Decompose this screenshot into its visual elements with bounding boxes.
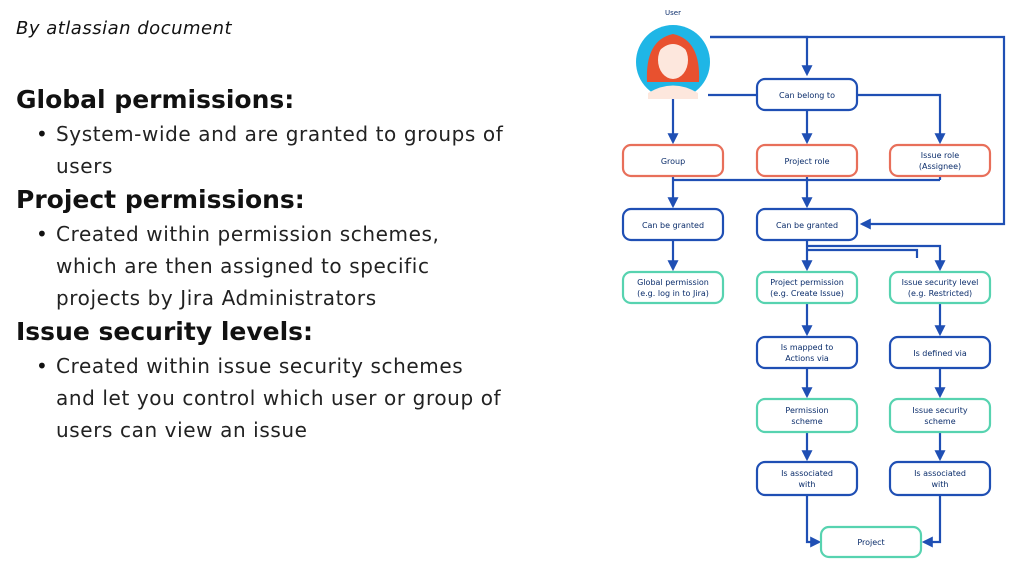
node-can-belong-to: Can belong to xyxy=(755,77,859,112)
edge-user-to-can-belong xyxy=(710,35,813,77)
bullet-line: which are then assigned to specific xyxy=(56,254,430,278)
node-group: Group xyxy=(621,143,725,178)
node-is-defined-via: Is defined via xyxy=(888,335,992,370)
bullet-list-project: Created within permission schemes, which… xyxy=(16,218,586,314)
node-issue-security-scheme: Issue security scheme xyxy=(888,397,992,434)
text-panel: Global permissions: System-wide and are … xyxy=(16,84,586,448)
bullet-line: users xyxy=(56,154,114,178)
permission-flow-diagram: User Can belong to Group Project role Is… xyxy=(600,0,1024,576)
node-is-associated-with-right: Is associated with xyxy=(888,460,992,497)
node-project: Project xyxy=(819,525,923,559)
node-label: Issue security xyxy=(912,406,967,415)
node-permission-scheme: Permission scheme xyxy=(755,397,859,434)
node-label: with xyxy=(932,480,949,489)
node-global-permission: Global permission (e.g. log in to Jira) xyxy=(621,270,725,305)
node-can-be-granted-left: Can be granted xyxy=(621,207,725,242)
node-label: (Assignee) xyxy=(919,162,961,171)
node-issue-role: Issue role (Assignee) xyxy=(888,143,992,178)
node-label: Project role xyxy=(784,157,829,166)
edge-to-issue-security-level xyxy=(807,244,946,272)
avatar-fringe xyxy=(658,38,688,52)
section-title-project: Project permissions: xyxy=(16,185,305,214)
user-label: User xyxy=(665,9,681,17)
node-project-permission: Project permission (e.g. Create Issue) xyxy=(755,270,859,305)
node-label: Group xyxy=(661,157,685,166)
bullet-line: Created within permission schemes, xyxy=(56,222,440,246)
node-label: Can be granted xyxy=(776,221,838,230)
edge-to-issue-security-level-b xyxy=(807,248,919,258)
node-issue-security-level: Issue security level (e.g. Restricted) xyxy=(888,270,992,305)
node-label: Can be granted xyxy=(642,221,704,230)
section-title-issue-security: Issue security levels: xyxy=(16,317,314,346)
node-is-mapped-to: Is mapped to Actions via xyxy=(755,335,859,370)
bullet-item: Created within permission schemes, which… xyxy=(36,218,586,314)
bullet-line: and let you control which user or group … xyxy=(56,386,502,410)
node-label: Global permission xyxy=(637,278,709,287)
node-can-be-granted-right: Can be granted xyxy=(755,207,859,242)
node-label: Is associated xyxy=(781,469,833,478)
bullet-line: Created within issue security schemes xyxy=(56,354,464,378)
bullet-list-global: System-wide and are granted to groups of… xyxy=(16,118,586,182)
node-label: with xyxy=(799,480,816,489)
node-label: Is defined via xyxy=(913,349,967,358)
edge-associated-right-to-project xyxy=(921,495,942,548)
node-label: (e.g. Restricted) xyxy=(908,289,972,298)
node-label: scheme xyxy=(791,417,822,426)
node-project-role: Project role xyxy=(755,143,859,178)
node-label: (e.g. log in to Jira) xyxy=(637,289,709,298)
bullet-line: users can view an issue xyxy=(56,418,308,442)
node-label: (e.g. Create Issue) xyxy=(770,289,844,298)
node-label: Issue role xyxy=(921,151,959,160)
user-avatar: User xyxy=(636,9,710,99)
node-label: Issue security level xyxy=(902,278,979,287)
node-is-associated-with-left: Is associated with xyxy=(755,460,859,497)
bullet-line: System-wide and are granted to groups of xyxy=(56,122,504,146)
node-label: Project permission xyxy=(770,278,844,287)
node-label: Actions via xyxy=(785,354,829,363)
avatar-shoulders xyxy=(648,85,698,99)
page-subtitle: By atlassian document xyxy=(16,18,233,39)
diagram-edges xyxy=(667,35,1006,548)
diagram-svg: User Can belong to Group Project role Is… xyxy=(621,9,1006,559)
bullet-line: projects by Jira Administrators xyxy=(56,286,377,310)
edge-associated-left-to-project xyxy=(805,495,822,548)
section-title-global: Global permissions: xyxy=(16,85,295,114)
node-label: Can belong to xyxy=(779,91,835,100)
bullet-list-issue-security: Created within issue security schemes an… xyxy=(16,350,586,446)
edge-can-belong-to-issue-role xyxy=(857,93,946,145)
node-label: Permission xyxy=(785,406,828,415)
node-label: Is associated xyxy=(914,469,966,478)
bullet-item: System-wide and are granted to groups of… xyxy=(36,118,586,182)
node-label: Is mapped to xyxy=(781,343,834,352)
node-label: Project xyxy=(857,538,884,547)
bullet-item: Created within issue security schemes an… xyxy=(36,350,586,446)
avatar-face xyxy=(658,41,688,79)
node-label: scheme xyxy=(924,417,955,426)
edge-user-to-can-be-granted-right xyxy=(710,35,1006,230)
